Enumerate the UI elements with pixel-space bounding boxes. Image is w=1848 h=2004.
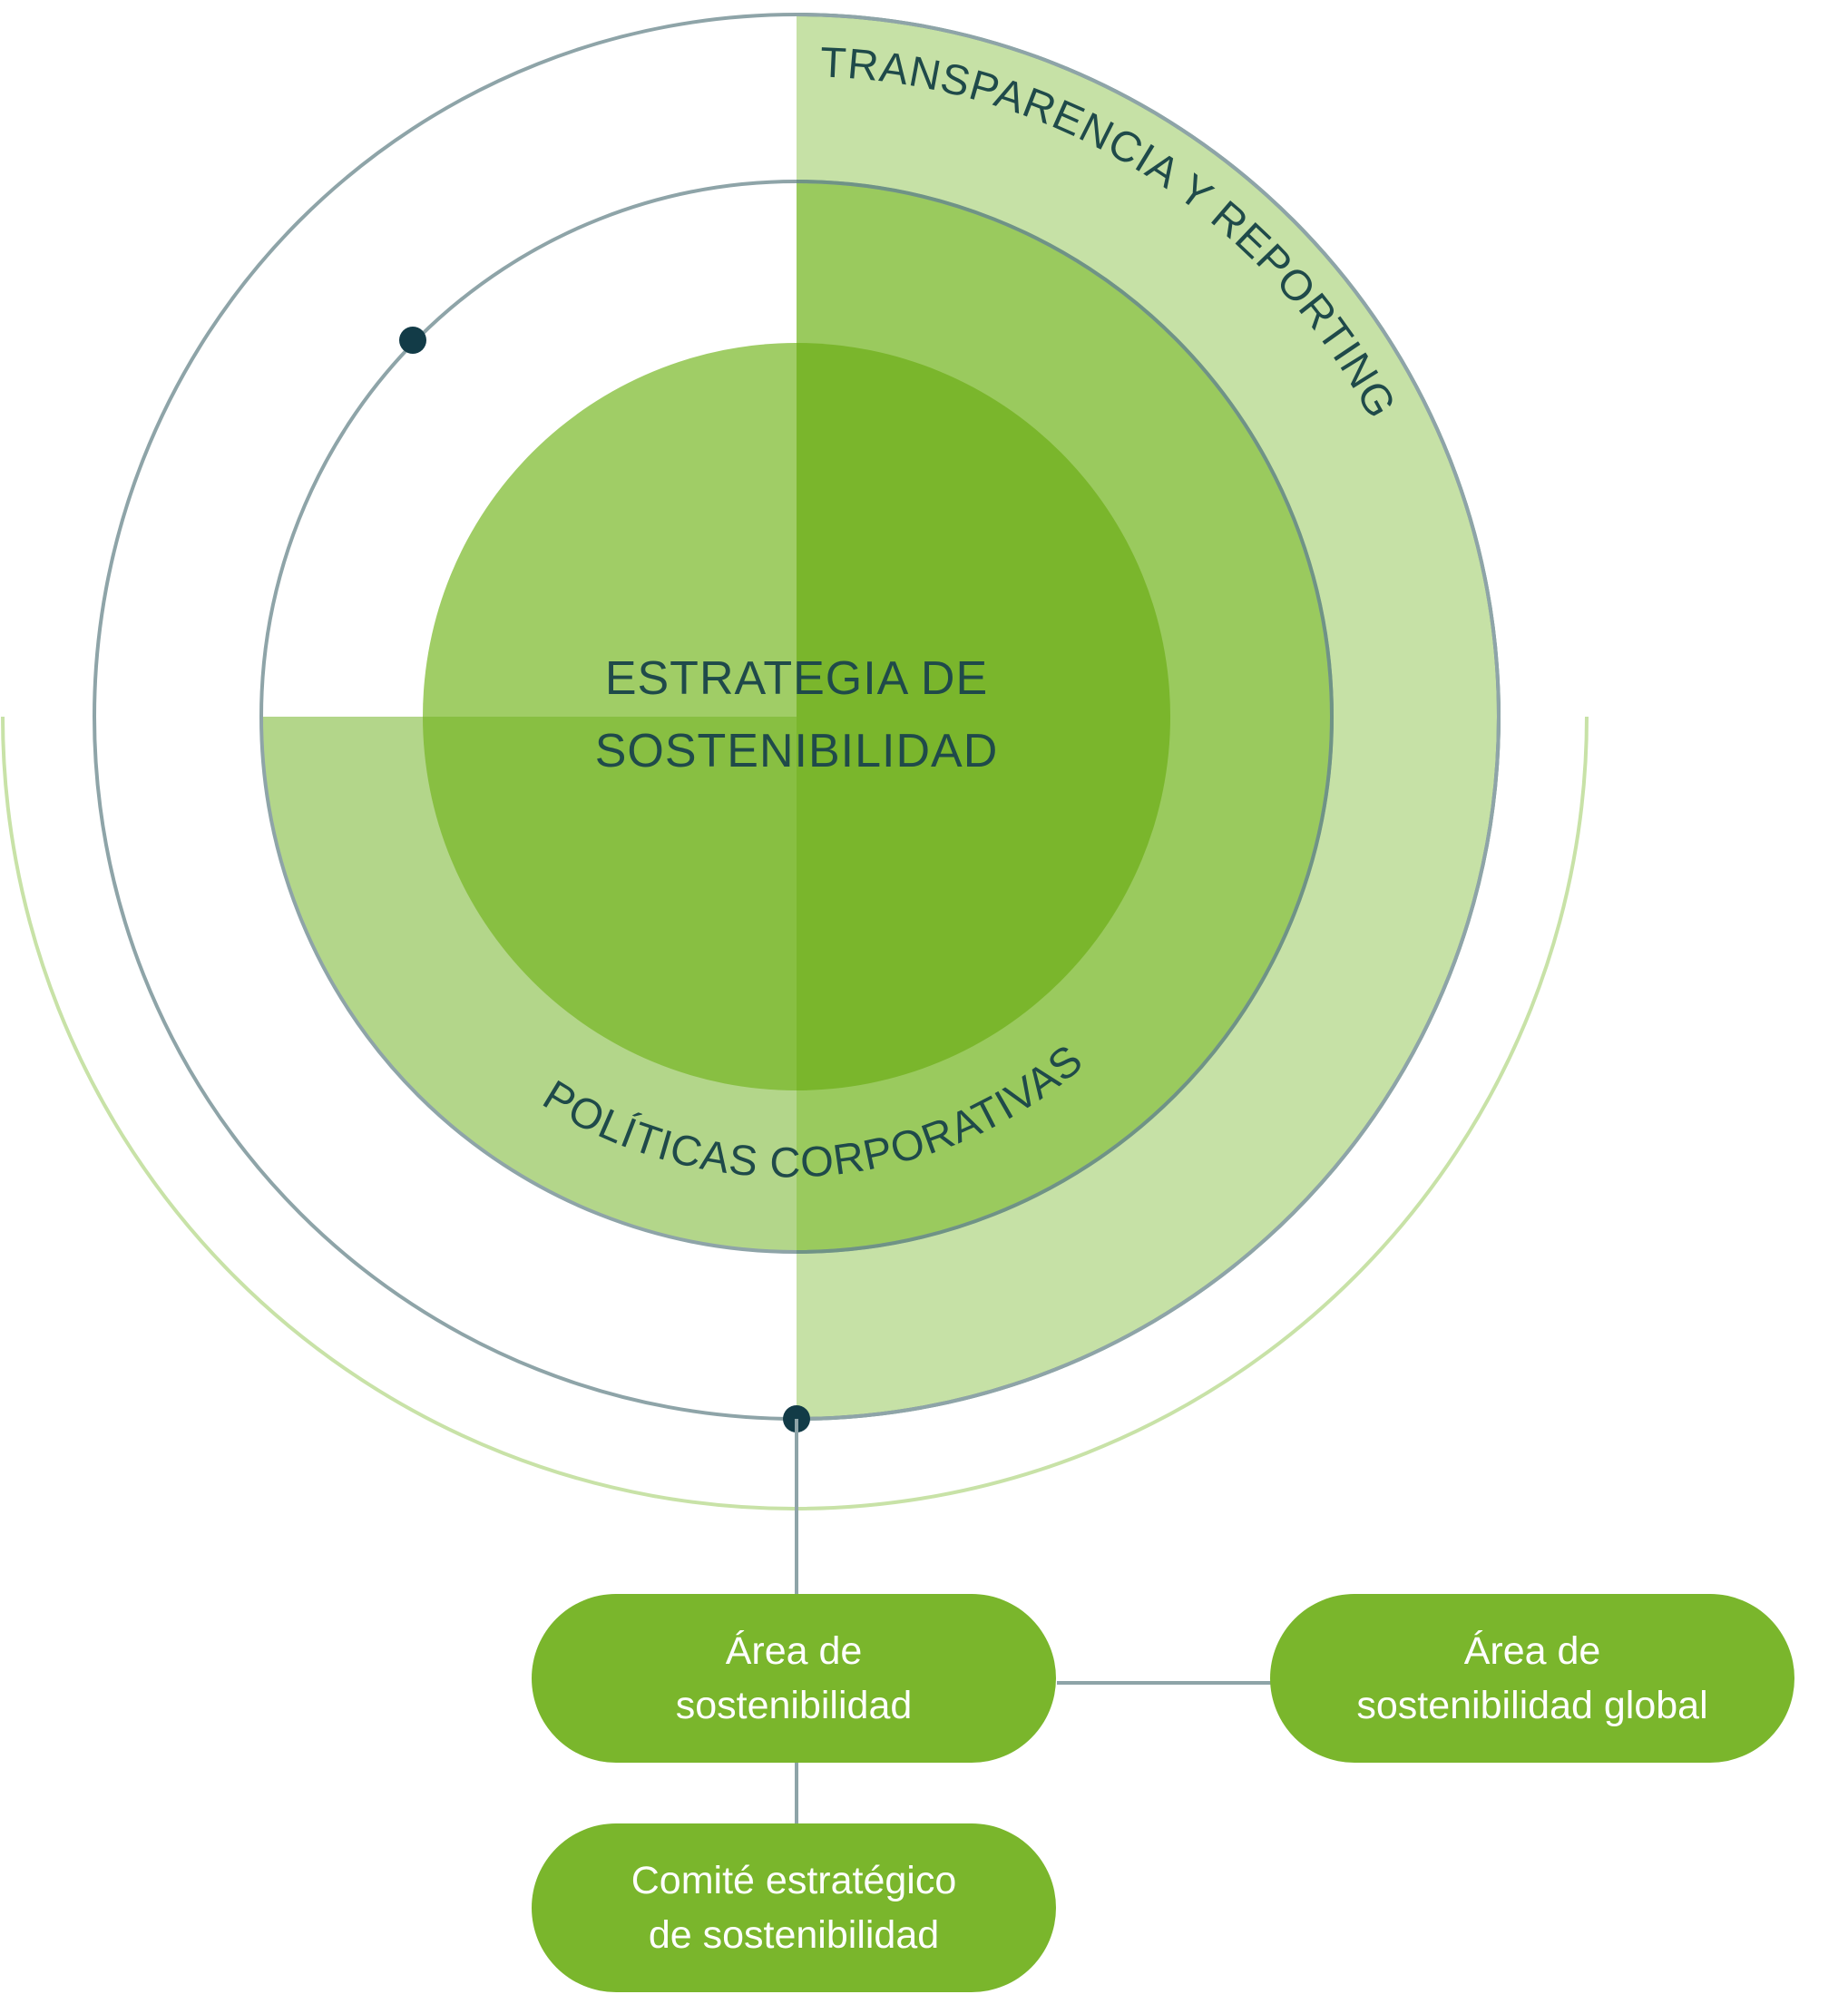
dot-top-left (399, 327, 426, 354)
area-global-line1: Área de (1463, 1629, 1601, 1673)
comite-line1: Comité estratégico (631, 1859, 957, 1902)
area-global-box: Área de sostenibilidad global (1270, 1594, 1794, 1763)
policies-segment-edge (796, 180, 1334, 1254)
comite-box: Comité estratégico de sostenibilidad (532, 1823, 1056, 1992)
comite-line2: de sostenibilidad (648, 1913, 940, 1957)
strategy-quadrant-top-left (423, 343, 797, 717)
area-global-line2: sostenibilidad global (1356, 1684, 1708, 1727)
strategy-quadrant-bottom-left (423, 717, 797, 1090)
area-sostenibilidad-box: Área de sostenibilidad (532, 1594, 1056, 1763)
strategy-title-line1: ESTRATEGIA DE (605, 652, 988, 705)
area-sostenibilidad-line1: Área de (725, 1629, 863, 1673)
area-sostenibilidad-line2: sostenibilidad (675, 1684, 913, 1727)
strategy-title-line2: SOSTENIBILIDAD (595, 725, 999, 777)
strategy-quadrant-right (797, 343, 1170, 1090)
